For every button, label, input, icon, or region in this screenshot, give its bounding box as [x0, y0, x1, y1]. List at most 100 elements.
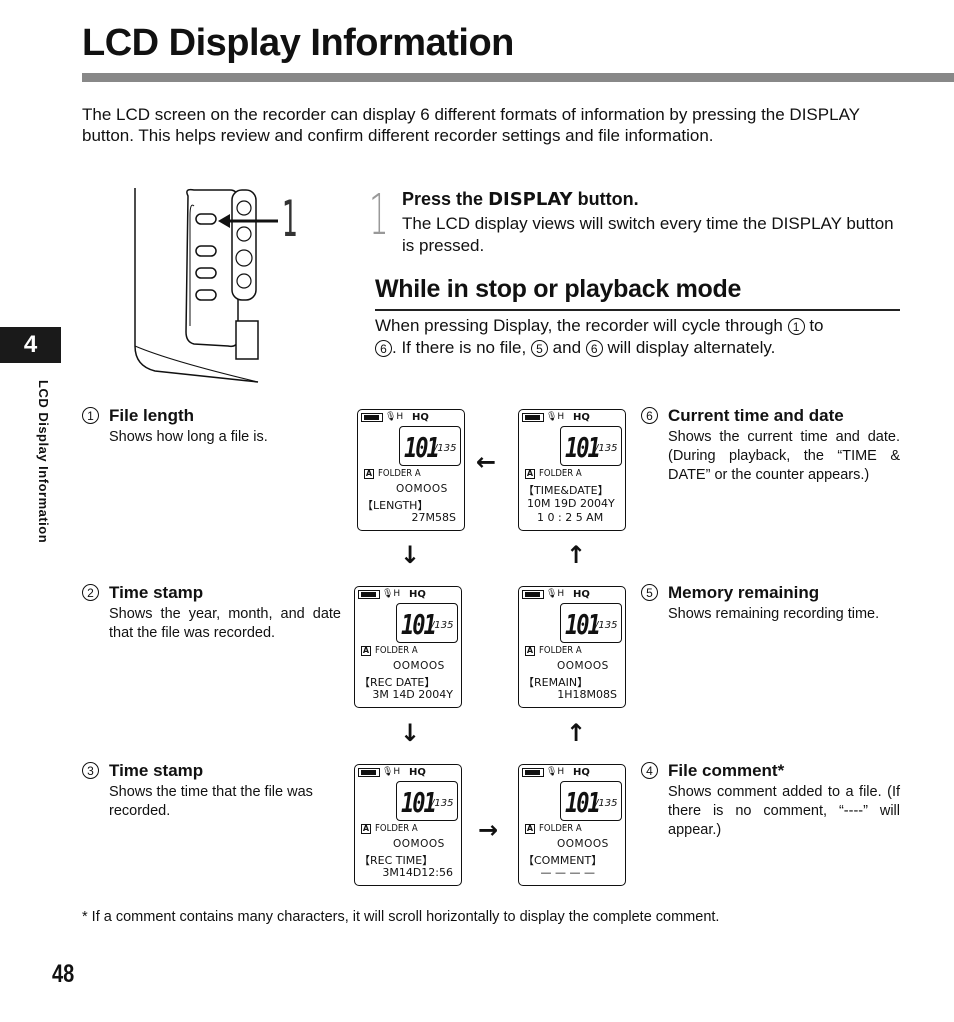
lcd-screen-comment: 🎙H HQ 101/135 A FOLDER A OOMOOS 【COMMENT… [518, 764, 626, 886]
page-title: LCD Display Information [82, 22, 514, 64]
step-body: The LCD display views will switch every … [402, 214, 894, 255]
arrow-left-icon: ← [476, 448, 497, 476]
total-files: /135 [595, 443, 618, 454]
folder-label: FOLDER A [539, 823, 582, 834]
item-heading: File comment* [668, 761, 785, 780]
recorder-illustration [134, 188, 278, 383]
lcd-time-value: 1 0 : 2 5 AM [537, 511, 604, 524]
intro-paragraph: The LCD screen on the recorder can displ… [82, 105, 860, 145]
file-number-display: 101/135 [396, 603, 458, 643]
file-name: OOMOOS [393, 838, 445, 850]
circled-number: 6 [641, 407, 658, 424]
circled-number: 2 [82, 584, 99, 601]
folder-label: FOLDER A [539, 468, 582, 479]
file-name: OOMOOS [557, 660, 609, 672]
folder-label: FOLDER A [375, 823, 418, 834]
item-description: Shows how long a file is. [109, 429, 268, 445]
file-number-display: 101/135 [399, 426, 461, 466]
circled-number: 4 [641, 762, 658, 779]
circled-number: 5 [641, 584, 658, 601]
lcd-mode-label: 【REC TIME】 [359, 854, 434, 867]
quality-indicator: HQ [573, 589, 590, 600]
quality-indicator: HQ [573, 767, 590, 778]
step-heading: Press the DISPLAY button. [402, 189, 639, 210]
quality-indicator: HQ [573, 412, 590, 423]
file-number: 101 [565, 788, 601, 820]
battery-icon [361, 413, 383, 422]
step-number: 1 [369, 183, 389, 248]
step-heading-suffix: button. [577, 189, 639, 209]
title-rule [82, 73, 954, 82]
circled-number: 6 [375, 340, 392, 358]
battery-icon [358, 768, 380, 777]
lcd-mode-label: 【LENGTH】 [362, 499, 429, 512]
file-number: 101 [404, 433, 440, 465]
arrow-down-icon: ↓ [400, 719, 421, 747]
lcd-screen-time-date: 🎙H HQ 101/135 A FOLDER A 【TIME&DATE】 10M… [518, 409, 626, 531]
battery-icon [358, 590, 380, 599]
file-number: 101 [401, 610, 437, 642]
folder-icon: A [361, 646, 371, 656]
microphone-icon: 🎙H [385, 412, 404, 422]
battery-icon [522, 768, 544, 777]
item-heading: Memory remaining [668, 583, 820, 602]
battery-icon [522, 590, 544, 599]
mode-text-a: When pressing Display, the recorder will… [375, 316, 783, 335]
total-files: /135 [434, 443, 457, 454]
step-heading-prefix: Press the [402, 189, 484, 209]
microphone-icon: 🎙H [546, 589, 565, 599]
circled-number: 1 [787, 318, 805, 336]
arrow-down-icon: ↓ [400, 541, 421, 569]
illustration-callout-number: 1 [282, 190, 298, 248]
lcd-mode-value: — — — — [540, 866, 596, 879]
lcd-screen-rec-date: 🎙H HQ 101/135 A FOLDER A OOMOOS 【REC DAT… [354, 586, 462, 708]
arrow-up-icon: ↑ [566, 719, 587, 747]
circled-number: 5 [530, 340, 548, 358]
file-number-display: 101/135 [396, 781, 458, 821]
circled-number: 1 [82, 407, 99, 424]
file-name: OOMOOS [557, 838, 609, 850]
lcd-screen-rec-time: 🎙H HQ 101/135 A FOLDER A OOMOOS 【REC TIM… [354, 764, 462, 886]
folder-icon: A [525, 824, 535, 834]
file-name: OOMOOS [393, 660, 445, 672]
mode-text-b: to [809, 316, 824, 335]
lcd-mode-label: 【TIME&DATE】 [523, 484, 609, 497]
quality-indicator: HQ [409, 767, 426, 778]
lcd-mode-label: 【COMMENT】 [523, 854, 603, 867]
item-heading: Time stamp [109, 583, 204, 602]
mode-text-e: will display alternately. [607, 338, 776, 357]
arrow-right-icon: → [478, 816, 499, 844]
folder-label: FOLDER A [375, 645, 418, 656]
circled-number: 6 [585, 340, 603, 358]
side-section-label: LCD Display Information [36, 380, 51, 544]
item-description: Shows the year, month, and date that the… [109, 606, 341, 641]
lcd-screen-length: 🎙H HQ 101/135 A FOLDER A OOMOOS 【LENGTH】… [357, 409, 465, 531]
item-description: Shows remaining recording time. [668, 606, 880, 622]
chapter-tab: 4 [0, 327, 61, 363]
circled-number: 3 [82, 762, 99, 779]
lcd-mode-value: 3M14D12:56 [382, 866, 453, 879]
folder-label: FOLDER A [378, 468, 421, 479]
microphone-icon: 🎙H [382, 589, 401, 599]
microphone-icon: 🎙H [546, 412, 565, 422]
file-number: 101 [565, 433, 601, 465]
item-heading: Time stamp [109, 761, 204, 780]
total-files: /135 [431, 798, 454, 809]
item-heading: Current time and date [668, 406, 844, 425]
lcd-screen-remain: 🎙H HQ 101/135 A FOLDER A OOMOOS 【REMAIN】… [518, 586, 626, 708]
file-number-display: 101/135 [560, 426, 622, 466]
file-number-display: 101/135 [560, 603, 622, 643]
lcd-mode-value: 1H18M08S [557, 688, 617, 701]
mode-text-d: and [552, 338, 582, 357]
item-heading: File length [109, 406, 194, 425]
lcd-mode-value: 3M 14D 2004Y [372, 688, 453, 701]
footnote: * If a comment contains many characters,… [82, 909, 720, 925]
microphone-icon: 🎙H [546, 767, 565, 777]
item-description: Shows the current time and date. (During… [668, 429, 900, 483]
folder-icon: A [361, 824, 371, 834]
total-files: /135 [431, 620, 454, 631]
folder-label: FOLDER A [539, 645, 582, 656]
file-name: OOMOOS [396, 483, 448, 495]
microphone-icon: 🎙H [382, 767, 401, 777]
mode-paragraph: When pressing Display, the recorder will… [375, 315, 903, 359]
